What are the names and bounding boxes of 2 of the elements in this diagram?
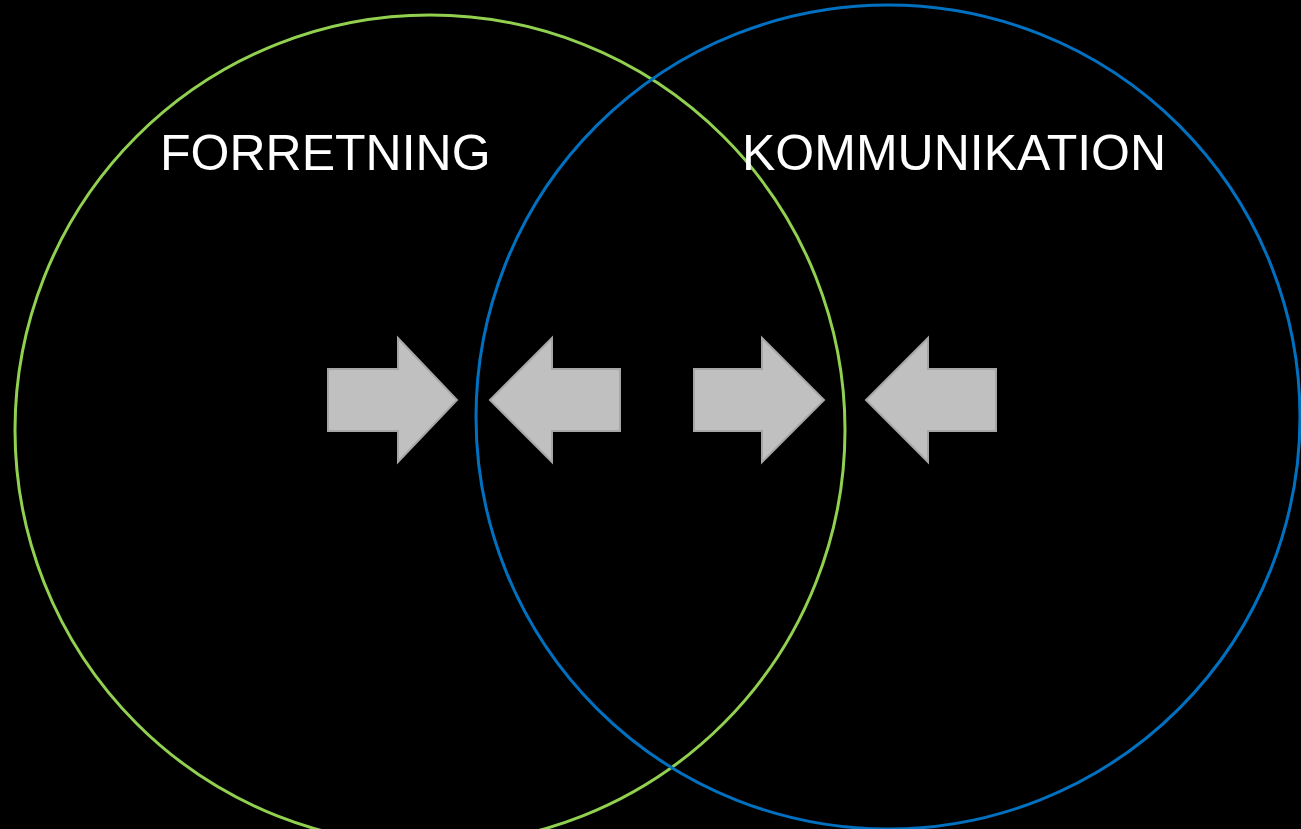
circle-title: KOMMUNIKATION (742, 128, 1167, 178)
circle-title: FORRETNING (160, 128, 491, 178)
